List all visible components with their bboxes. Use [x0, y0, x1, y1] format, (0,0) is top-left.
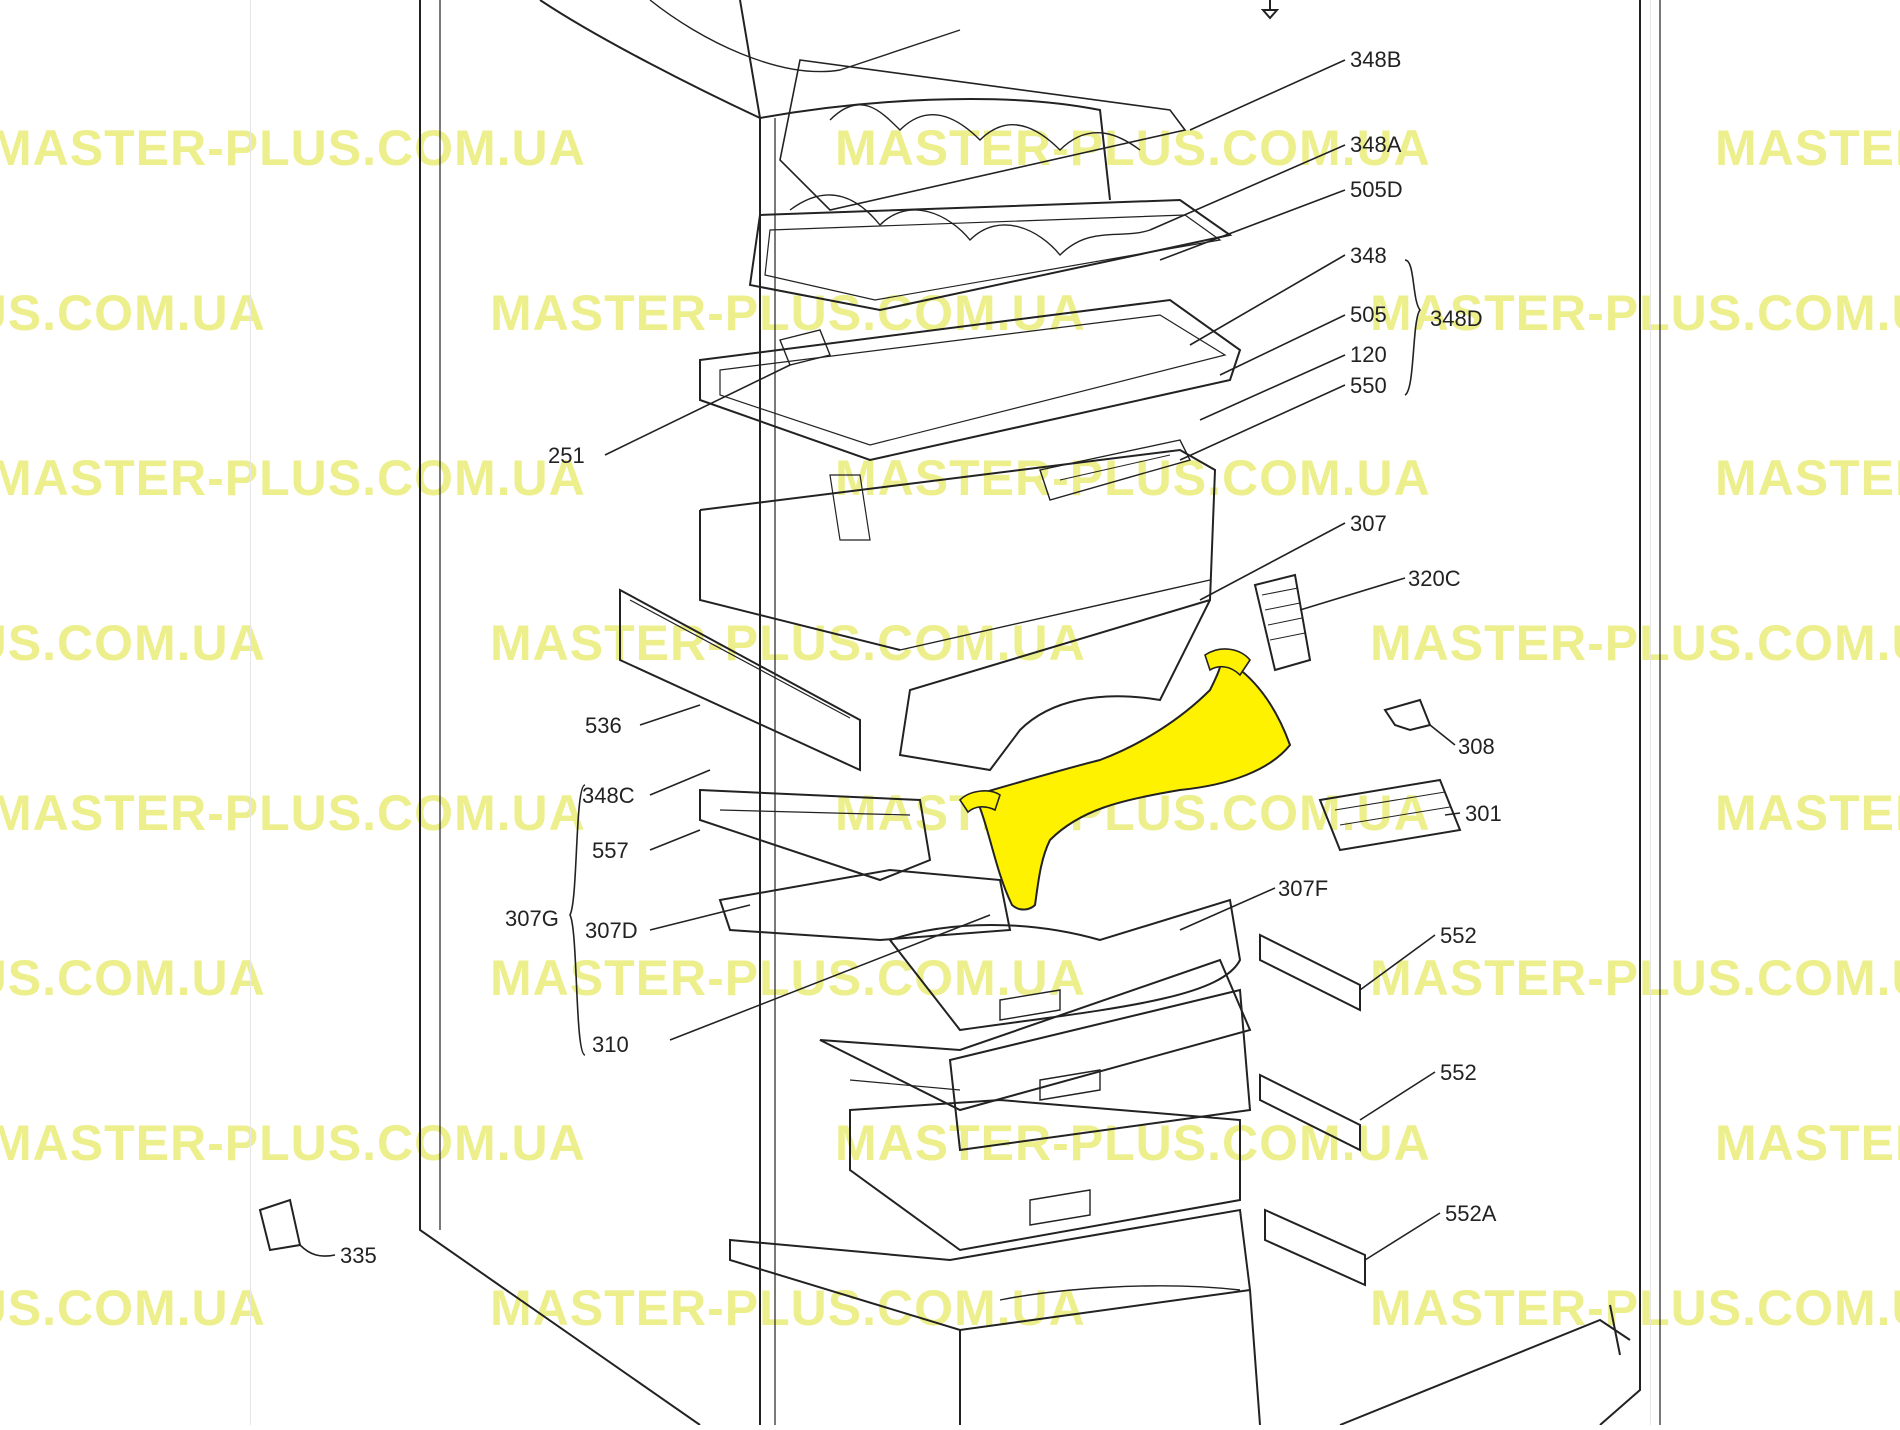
callout-348b: 348B [1350, 47, 1401, 72]
watermark-text: MASTER-PLUS.COM.UA [490, 950, 1086, 1006]
watermark-text: MASTER-PLUS.COM.UA [1715, 450, 1900, 506]
callout-307d: 307D [585, 918, 638, 943]
watermark-text: MASTER-PLUS.COM.UA [490, 1280, 1086, 1336]
watermark-text: MASTER-PLUS.COM.UA [490, 285, 1086, 341]
callout-310: 310 [592, 1032, 629, 1057]
callout-348c: 348C [582, 783, 635, 808]
left-margin-rule [250, 0, 251, 1425]
right-margin-rule [1650, 0, 1651, 1425]
callout-505d: 505D [1350, 177, 1403, 202]
callout-550: 550 [1350, 373, 1387, 398]
callout-308: 308 [1458, 734, 1495, 759]
watermark-text: MASTER-PLUS.COM.UA [0, 1115, 586, 1171]
callout-320c: 320C [1408, 566, 1461, 591]
crisper-drawer [699, 448, 1217, 772]
callout-536: 536 [585, 713, 622, 738]
callout-348: 348 [1350, 243, 1387, 268]
watermark-text: MASTER-PLUS.COM.UA [835, 1115, 1431, 1171]
watermark-text: MASTER-PLUS.COM.UA [490, 615, 1086, 671]
callout-552-upper: 552 [1440, 923, 1477, 948]
callout-307: 307 [1350, 511, 1387, 536]
watermark-text: MASTER-PLUS.COM.UA [1370, 285, 1900, 341]
watermark-text: MASTER-PLUS.COM.UA [835, 120, 1431, 176]
watermark-text: MASTER-PLUS.COM.UA [1370, 615, 1900, 671]
watermark-text: MASTER-PLUS.COM.UA [1370, 950, 1900, 1006]
callout-552a: 552A [1445, 1201, 1497, 1226]
callout-552-middle: 552 [1440, 1060, 1477, 1085]
watermark-text: MASTER-PLUS.COM.UA [1370, 1280, 1900, 1336]
watermark-text: MASTER-PLUS.COM.UA [1715, 785, 1900, 841]
callout-251: 251 [548, 443, 585, 468]
watermark-text: MASTER-PLUS.COM.UA [0, 950, 266, 1006]
side-panel [619, 588, 861, 772]
watermark-text: MASTER-PLUS.COM.UA [0, 120, 586, 176]
small-parts [258, 573, 1621, 1356]
callout-557: 557 [592, 838, 629, 863]
leader-lines [299, 59, 1461, 1261]
callout-labels: 348B 348A 505D 348 505 348D 120 550 251 … [340, 47, 1502, 1268]
watermark-text: MASTER-PLUS.COM.UA [0, 1280, 266, 1336]
callout-120: 120 [1350, 342, 1387, 367]
watermark-text: MASTER-PLUS.COM.UA [0, 450, 586, 506]
callout-307g: 307G [505, 906, 559, 931]
highlighted-part [958, 648, 1292, 911]
callout-348a: 348A [1350, 132, 1402, 157]
cabinet-outline [419, 0, 1661, 1426]
watermark-text: MASTER-PLUS.COM.UA [0, 615, 266, 671]
callout-307f: 307F [1278, 876, 1328, 901]
watermark-text: MASTER-PLUS.COM.UA [835, 450, 1431, 506]
callout-505: 505 [1350, 302, 1387, 327]
watermark-layer: MASTER-PLUS.COM.UA MASTER-PLUS.COM.UA MA… [0, 120, 1900, 1336]
callout-335: 335 [340, 1243, 377, 1268]
watermark-text: MASTER-PLUS.COM.UA [0, 285, 266, 341]
top-shelves [699, 59, 1242, 501]
watermark-text: MASTER-PLUS.COM.UA [1715, 120, 1900, 176]
watermark-text: MASTER-PLUS.COM.UA [0, 785, 586, 841]
lower-drawers [699, 788, 1631, 1426]
watermark-text: MASTER-PLUS.COM.UA [1715, 1115, 1900, 1171]
callout-301: 301 [1465, 801, 1502, 826]
callout-348d: 348D [1430, 306, 1483, 331]
